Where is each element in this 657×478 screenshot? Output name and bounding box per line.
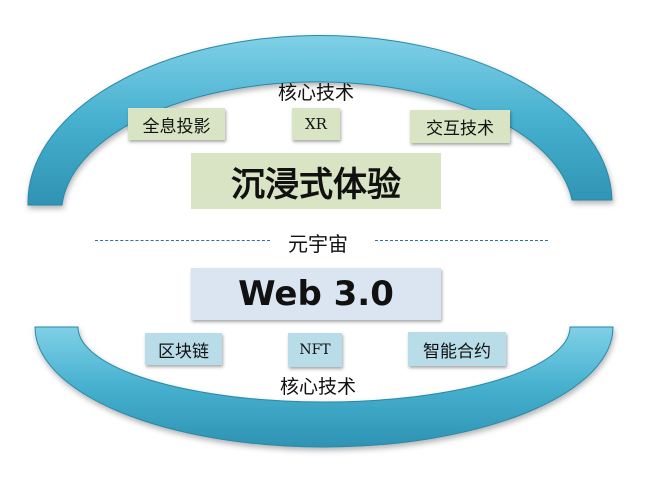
item-interaction-tech: 交互技术 (410, 110, 510, 143)
item-smart-contract: 智能合约 (408, 332, 506, 366)
item-holographic-projection: 全息投影 (128, 108, 225, 140)
item-xr: XR (292, 108, 340, 140)
dashed-divider-right (375, 240, 548, 241)
immersive-experience-title: 沉浸式体验 (191, 153, 441, 209)
item-blockchain: 区块链 (145, 333, 222, 365)
metaverse-label: 元宇宙 (288, 232, 348, 256)
top-arc (27, 34, 613, 206)
web3-title: Web 3.0 (191, 268, 441, 320)
item-nft: NFT (288, 333, 342, 367)
bottom-arc (34, 326, 614, 448)
bottom-section-label: 核心技术 (279, 376, 357, 398)
top-section-label: 核心技术 (277, 82, 355, 104)
dashed-divider-left (95, 240, 270, 241)
